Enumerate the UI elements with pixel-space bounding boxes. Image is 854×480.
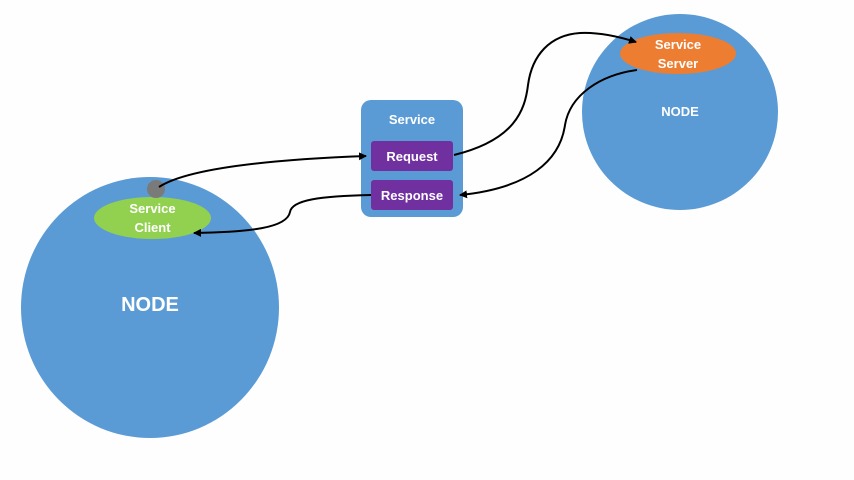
response-message: Response <box>371 180 453 210</box>
service-title: Service <box>388 112 436 127</box>
service-client-ellipse: Service Client <box>94 197 211 239</box>
service-server-label-line1: Service <box>654 36 702 52</box>
service-client-label-line2: Client <box>134 220 171 235</box>
request-label: Request <box>386 148 438 164</box>
client-port-dot <box>147 180 165 198</box>
left-node-label: NODE <box>121 294 179 316</box>
request-message: Request <box>371 141 453 171</box>
service-server-label-line2: Server <box>657 55 699 71</box>
client-to-request-arrow <box>158 152 367 188</box>
service-client-label-line1: Service <box>129 201 176 216</box>
response-label: Response <box>380 187 444 203</box>
right-node-label: NODE <box>661 104 699 119</box>
service-server-ellipse: Service Server <box>620 33 736 74</box>
